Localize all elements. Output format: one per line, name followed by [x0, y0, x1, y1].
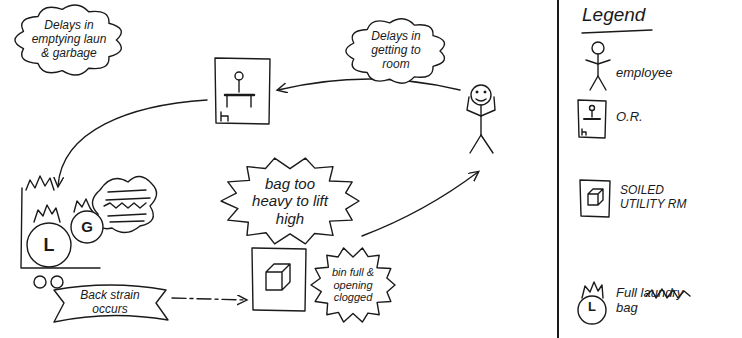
legend-employee-sample [586, 42, 610, 90]
legend-entry: Full laundry bag [616, 286, 708, 316]
bag-circle [27, 223, 71, 267]
legend-text: SOILED UTILITY RM [620, 183, 686, 211]
laundry-bag: L [26, 222, 72, 268]
node-text: Delays in getting to room [360, 30, 432, 71]
or-room-icon [215, 58, 270, 124]
legend-or-sample [578, 100, 606, 138]
legend-text: employee [616, 65, 672, 80]
bag-circle [71, 211, 103, 243]
flow-arrow [362, 172, 478, 236]
node-text: bin full & opening clogged [328, 266, 378, 304]
soiled-utility-room-icon [252, 248, 306, 311]
employee-figure [467, 85, 495, 153]
problem-burst: bag too heavy to lift high [220, 156, 360, 246]
node-text: bag too heavy to lift high [248, 175, 332, 227]
delay-cloud: Delays in getting to room [343, 16, 449, 86]
bag-letter: L [584, 300, 600, 315]
legend-underline [582, 30, 652, 33]
legend-bag-sample [578, 282, 606, 324]
node-text: Back strain occurs [66, 289, 154, 317]
cloud-outline [15, 5, 121, 75]
legend-heading: Legend [582, 4, 662, 26]
node-text: G [81, 218, 93, 235]
node-text: Delays in emptying laun & garbage [29, 19, 109, 60]
legend-utility-sample [580, 180, 610, 217]
legend-entry: SOILED UTILITY RM [620, 184, 700, 212]
problem-burst: bin full & opening clogged [310, 246, 396, 324]
legend-text: O.R. [616, 109, 643, 124]
laundry-cart [21, 176, 100, 288]
problem-banner: Back strain occurs [50, 280, 170, 326]
garbage-bag: G [70, 210, 104, 244]
node-text: L [44, 235, 55, 256]
legend-text: Full laundry bag [616, 285, 683, 315]
burst-outline [311, 248, 395, 322]
flow-arrow [278, 79, 460, 90]
banner-outline [54, 285, 168, 322]
cloud-outline [346, 19, 445, 83]
legend-divider [557, 0, 559, 338]
flow-arrow [172, 298, 246, 300]
flow-arrow [58, 100, 207, 186]
legend-entry: employee [616, 66, 716, 81]
burst-outline [221, 158, 359, 244]
legend-entry: O.R. [616, 110, 716, 125]
delay-cloud: Delays in emptying laun & garbage [12, 2, 126, 78]
